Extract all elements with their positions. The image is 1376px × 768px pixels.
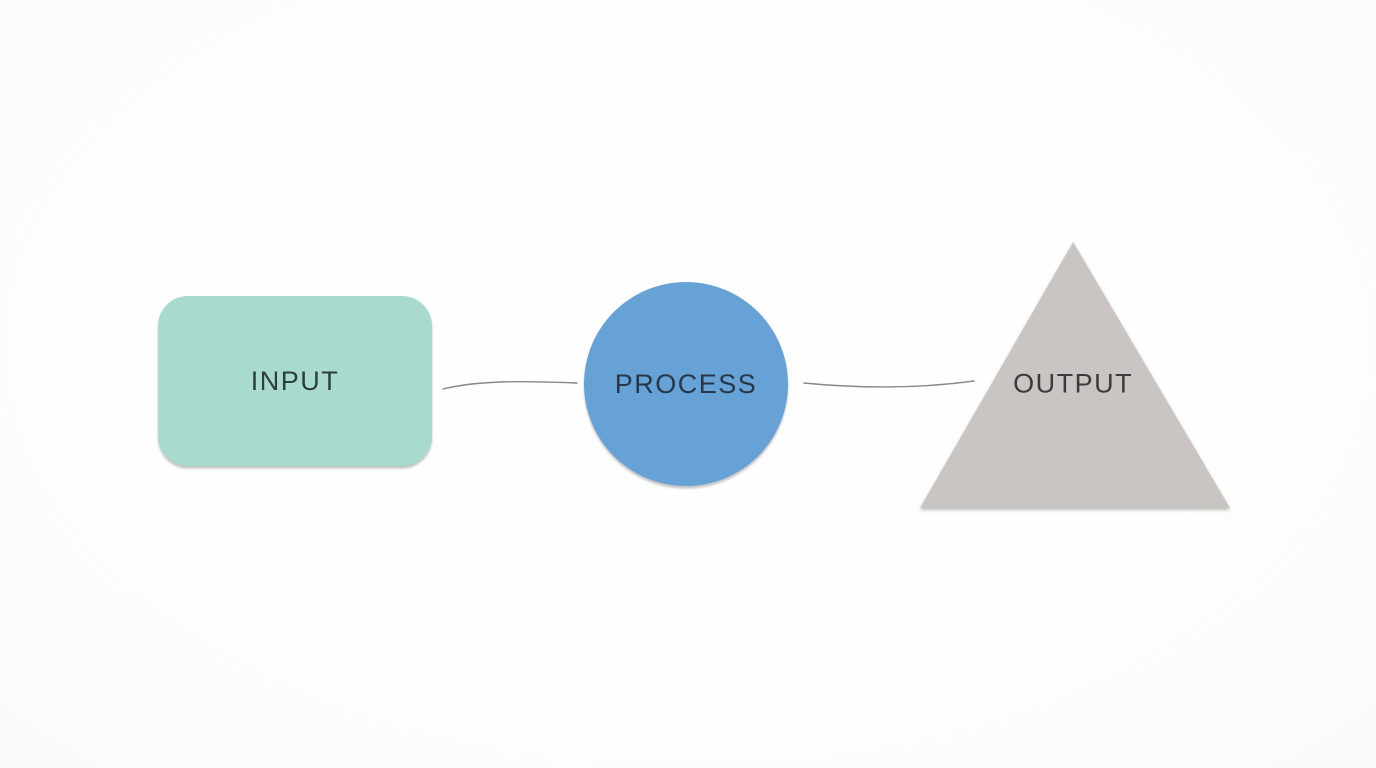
node-process: PROCESS: [584, 282, 788, 486]
connector-input-process: [442, 380, 578, 390]
node-process-label: PROCESS: [614, 368, 758, 399]
node-output: OUTPUT: [920, 242, 1230, 508]
node-input-label: INPUT: [250, 365, 340, 396]
node-output-label: OUTPUT: [1013, 368, 1134, 399]
node-input: INPUT: [158, 296, 432, 466]
